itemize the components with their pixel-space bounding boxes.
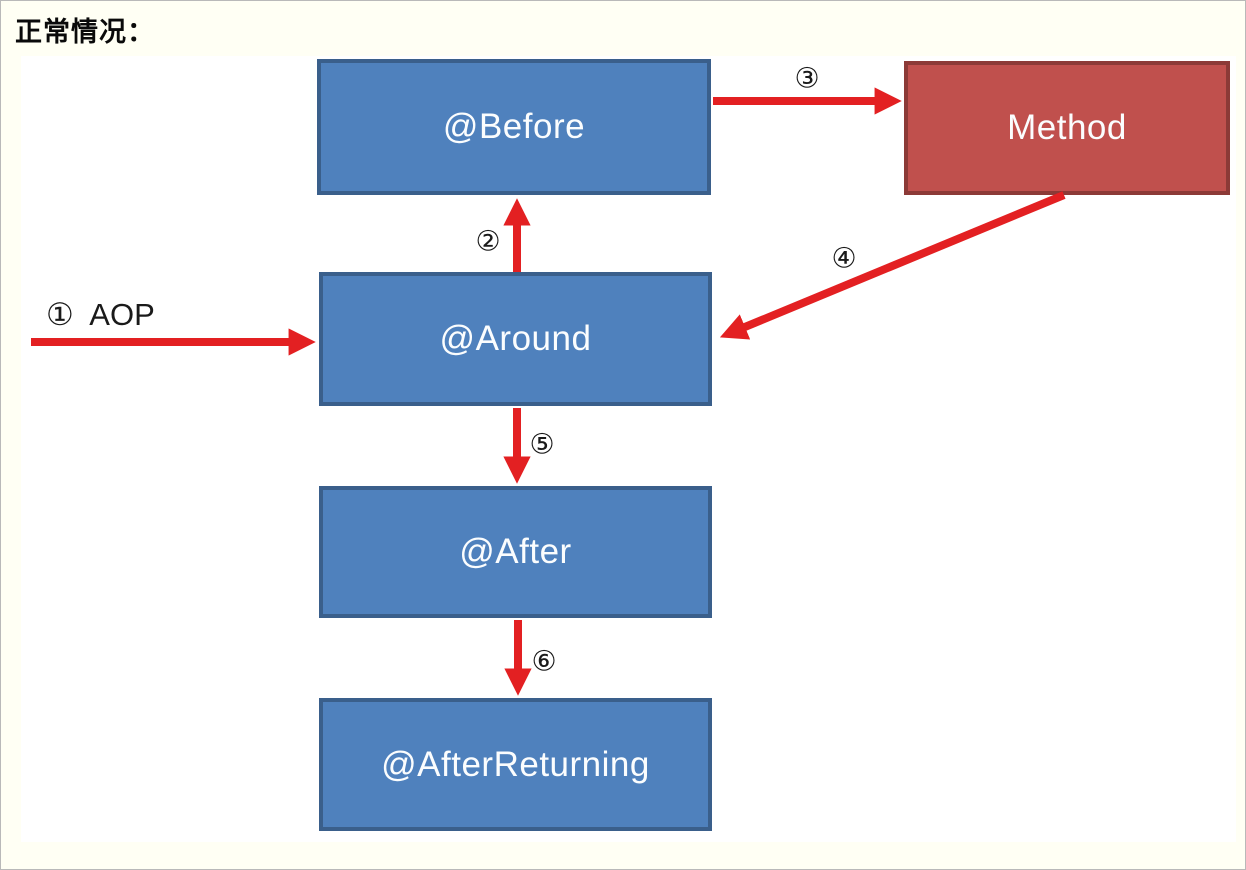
node-after-returning-label: @AfterReturning [381,744,650,784]
arrow-label-5: ⑤ [529,428,555,460]
node-around-label: @Around [439,319,592,358]
arrow-label-3: ③ [794,62,820,94]
node-around: @Around [319,272,712,406]
arrow-label-1-aop: ① AOP [46,297,155,332]
node-before-label: @Before [442,107,586,146]
node-method: Method [904,61,1230,195]
node-method-label: Method [1007,108,1127,147]
node-after-returning: @AfterReturning [319,698,712,831]
node-before: @Before [317,59,711,195]
arrow-label-6: ⑥ [531,645,557,677]
page-title: 正常情况： [15,17,155,47]
arrow-label-2: ② [475,225,501,257]
arrow-label-4: ④ [831,242,857,274]
node-after-label: @After [459,532,572,571]
node-after: @After [319,486,712,618]
